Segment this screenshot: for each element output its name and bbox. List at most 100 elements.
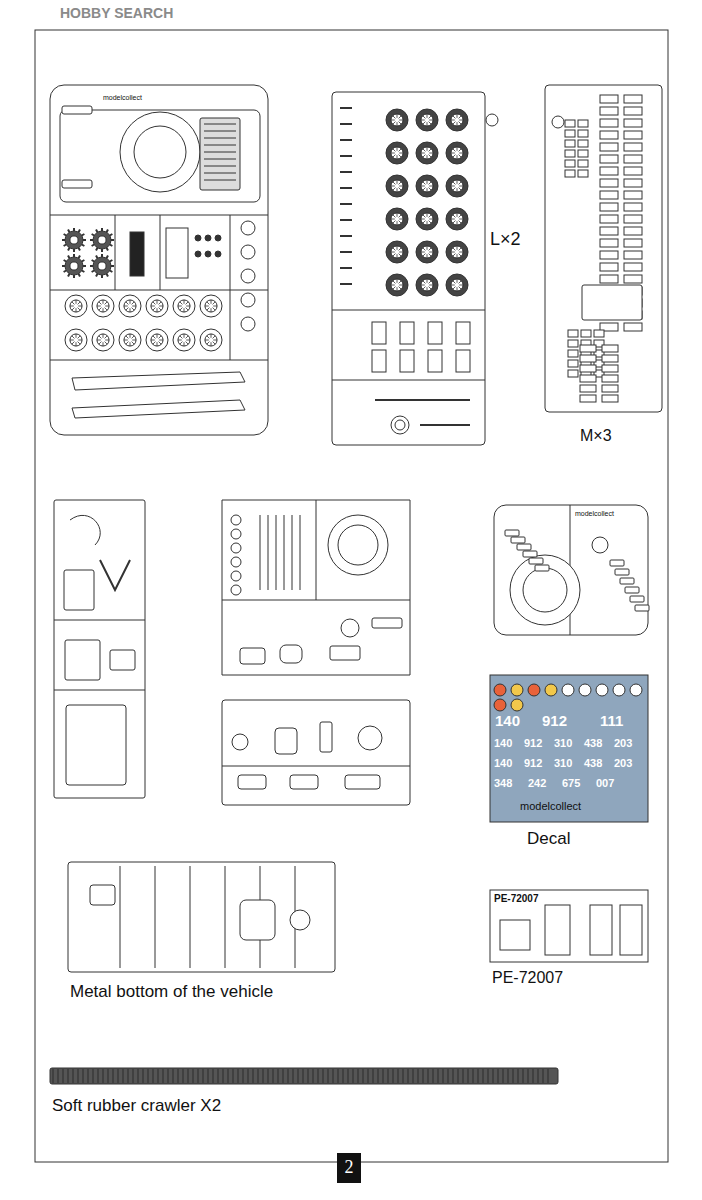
wheel-hub	[124, 334, 136, 346]
wheel-spoke	[153, 336, 156, 339]
wheel-spoke	[184, 342, 185, 346]
wheel-spoke	[399, 149, 402, 152]
road-wheel	[65, 329, 87, 351]
small-part	[280, 645, 302, 663]
wheel-spoke	[78, 336, 81, 339]
wheel-spoke	[457, 279, 458, 283]
wheel-spoke	[459, 120, 463, 121]
wheel-spoke	[421, 252, 425, 253]
wheel-spoke	[159, 342, 162, 345]
track-tooth	[57, 1069, 58, 1083]
wheel-spoke	[429, 153, 433, 154]
wheel-spoke	[184, 308, 185, 312]
track-link	[600, 263, 618, 271]
wheel-spoke	[397, 155, 398, 159]
track-link	[400, 322, 414, 344]
wheel-spoke	[423, 182, 426, 185]
rod-part	[268, 515, 269, 590]
wheel-spoke	[427, 213, 428, 217]
small-part	[340, 171, 352, 173]
wheel-hub	[97, 334, 109, 346]
decal-emblem	[511, 699, 523, 711]
wheel-spoke	[391, 252, 395, 253]
wheel-spoke	[105, 342, 108, 345]
wheel-spoke	[99, 308, 102, 311]
decal-number: 140	[494, 737, 512, 749]
wheel-spoke	[457, 122, 458, 126]
wheel-spoke	[207, 336, 210, 339]
wheel-spoke	[399, 186, 403, 187]
sprocket-tooth	[79, 230, 81, 233]
wheel-spoke	[76, 300, 77, 304]
track-tooth	[312, 1069, 313, 1083]
wheel-spoke	[429, 215, 432, 218]
track-tooth	[172, 1069, 173, 1083]
wheel-hub	[391, 147, 403, 159]
wheel-spoke	[459, 149, 462, 152]
track-tooth	[277, 1069, 278, 1083]
turret-bottom	[523, 568, 567, 612]
link-part	[620, 578, 634, 584]
page-number-box: 2	[337, 1153, 361, 1183]
road-wheel	[92, 295, 114, 317]
wheel-spoke	[393, 149, 396, 152]
track-link	[580, 355, 596, 362]
track-tooth	[287, 1069, 288, 1083]
small-part	[340, 139, 352, 141]
track-tooth	[442, 1069, 443, 1083]
small-part	[231, 585, 241, 595]
track-link	[580, 345, 596, 352]
track-link	[428, 350, 442, 372]
wheel-spoke	[76, 334, 77, 338]
turret-ring	[120, 112, 200, 192]
wheel-spoke	[457, 254, 458, 258]
decal-number: 912	[524, 737, 542, 749]
wheel-spoke	[153, 308, 156, 311]
track-link	[565, 140, 575, 147]
small-part	[340, 187, 352, 189]
small-part	[340, 107, 352, 109]
wheel-spoke	[421, 219, 425, 220]
track-tooth	[422, 1069, 423, 1083]
wheel-spoke	[453, 116, 456, 119]
track-link	[568, 370, 578, 377]
wheel-spoke	[78, 308, 81, 311]
road-wheel	[65, 295, 87, 317]
wheel-spoke	[423, 215, 426, 218]
track-link	[578, 170, 588, 177]
track-tooth	[117, 1069, 118, 1083]
wheel-spoke	[427, 147, 428, 151]
track-link	[624, 155, 642, 163]
grille-bar	[204, 173, 236, 174]
small-part	[340, 155, 352, 157]
track-link	[600, 191, 618, 199]
sprue-frame	[50, 85, 268, 435]
decal-number: 348	[494, 777, 512, 789]
wheel-spoke	[457, 147, 458, 151]
track-tooth	[232, 1069, 233, 1083]
track-tooth	[132, 1069, 133, 1083]
wheel-hub	[205, 334, 217, 346]
wheel-spoke	[453, 281, 456, 284]
decal-number: 438	[584, 757, 602, 769]
sprocket-tooth	[101, 249, 103, 252]
small-part	[275, 728, 297, 754]
track-tooth	[537, 1069, 538, 1083]
track-link	[600, 95, 618, 103]
wheel-spoke	[457, 155, 458, 159]
road-wheel	[386, 274, 408, 296]
track-link	[565, 160, 575, 167]
wheel-spoke	[213, 336, 216, 339]
wheel-spoke	[393, 287, 396, 290]
small-part	[340, 283, 352, 285]
track-tooth	[522, 1069, 523, 1083]
wheel-spoke	[429, 248, 432, 251]
sprocket-tooth	[79, 274, 81, 277]
sprocket-tooth	[90, 265, 93, 267]
part-label: Decal	[527, 830, 570, 849]
wheel-spoke	[429, 252, 433, 253]
track-link	[624, 239, 642, 247]
decal-number: 140	[494, 757, 512, 769]
wheel-spoke	[97, 340, 101, 341]
track-tooth	[337, 1069, 338, 1083]
